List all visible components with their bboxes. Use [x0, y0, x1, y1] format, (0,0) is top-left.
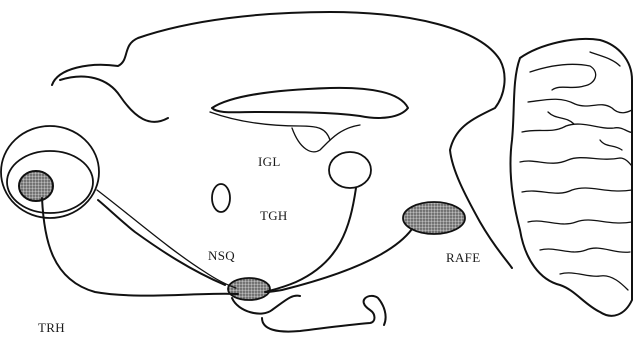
fornix-line — [210, 112, 330, 140]
nsq-label: NSQ — [208, 248, 235, 263]
tgh-label: TGH — [260, 208, 288, 223]
nsq-nucleus — [228, 278, 270, 300]
igl-nucleus — [329, 152, 371, 188]
rafe-to-nsq-pathway — [266, 229, 412, 292]
cerebellum — [510, 39, 632, 316]
pituitary-outline — [262, 296, 386, 332]
small-oval-nucleus — [212, 184, 230, 212]
ventricle-line — [292, 125, 360, 152]
corpus-callosum — [212, 88, 408, 118]
trh-nucleus — [19, 171, 53, 201]
rafe-label: RAFE — [446, 250, 480, 265]
igl-to-nsq-pathway — [265, 188, 356, 292]
igl-label: IGL — [258, 154, 281, 169]
trh-label: TRH — [38, 320, 65, 335]
cortex-inner-curve — [60, 77, 168, 122]
